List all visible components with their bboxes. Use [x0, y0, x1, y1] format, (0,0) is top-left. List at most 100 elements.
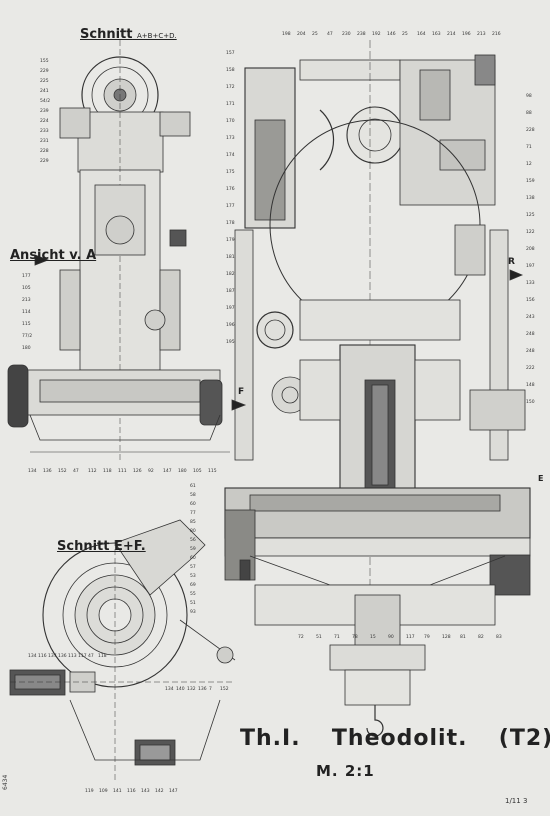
- part-number: 7: [209, 687, 212, 692]
- part-number: 213: [477, 32, 486, 37]
- part-number: 248: [526, 349, 535, 354]
- part-number: 178: [226, 221, 235, 226]
- part-number: 140: [176, 687, 185, 692]
- part-number: 214: [447, 32, 456, 37]
- part-number: 197: [226, 306, 235, 311]
- part-number: 61: [190, 484, 196, 489]
- part-number: 171: [226, 102, 235, 107]
- part-number: 56: [190, 538, 196, 543]
- part-number: 53: [190, 574, 196, 579]
- part-number: 204: [297, 32, 306, 37]
- part-number: 69: [190, 583, 196, 588]
- title-suffix: (T2): [498, 726, 550, 751]
- part-number: 136: [43, 469, 52, 474]
- part-number: 71: [526, 145, 532, 150]
- part-number: 179: [226, 238, 235, 243]
- part-number: 77/2: [22, 334, 33, 339]
- part-number: 115: [22, 322, 31, 327]
- vertical-clamp-circle: [256, 311, 294, 349]
- part-number: 180: [22, 346, 31, 351]
- part-number: 133: [526, 281, 535, 286]
- part-number: 195: [226, 340, 235, 345]
- part-number: 208: [526, 247, 535, 252]
- part-number: 92: [148, 469, 154, 474]
- arrow-f: [231, 399, 247, 411]
- part-number: 182: [226, 272, 235, 277]
- part-number: 83: [496, 635, 502, 640]
- part-number: 81: [460, 635, 466, 640]
- part-number: 177: [226, 204, 235, 209]
- base-plate: [329, 644, 426, 671]
- part-number: 181: [226, 255, 235, 260]
- part-number: 128: [442, 635, 451, 640]
- part-number: 118: [103, 469, 112, 474]
- part-number: 138: [526, 196, 535, 201]
- part-number: 170: [226, 119, 235, 124]
- part-number: 147: [163, 469, 172, 474]
- part-number: 80: [190, 529, 196, 534]
- part-number: 134: [165, 687, 174, 692]
- part-number: 47: [88, 654, 94, 659]
- part-number: 192: [372, 32, 381, 37]
- part-number: 12: [526, 162, 532, 167]
- part-number: 196: [226, 323, 235, 328]
- part-number: 122: [526, 230, 535, 235]
- part-number: 117: [406, 635, 415, 640]
- part-number: 142: [155, 789, 164, 794]
- part-number: 228: [526, 128, 535, 133]
- scale-label: M. 2:1: [316, 762, 375, 780]
- part-number: 55: [190, 592, 196, 597]
- part-number: 134: [28, 469, 37, 474]
- part-number: 72: [298, 635, 304, 640]
- part-number: 164: [417, 32, 426, 37]
- section-ab-title: Schnitt A+B+C+D.: [80, 28, 177, 41]
- part-number: 231: [40, 139, 49, 144]
- part-number: 82: [478, 635, 484, 640]
- part-number: 176: [226, 187, 235, 192]
- section-ab-label: Schnitt: [80, 27, 133, 42]
- part-number: 230: [342, 32, 351, 37]
- part-number: 60: [190, 556, 196, 561]
- title-main: Theodolit.: [331, 726, 468, 751]
- part-number: 117: [78, 654, 87, 659]
- part-number: 229: [40, 69, 49, 74]
- part-number: 132: [187, 687, 196, 692]
- title-block: Th.I. Theodolit. (T2): [240, 728, 550, 750]
- part-number: 125: [526, 213, 535, 218]
- part-number: 216: [492, 32, 501, 37]
- part-number: 137: [48, 654, 57, 659]
- part-number: 233: [40, 129, 49, 134]
- part-number: 51: [316, 635, 322, 640]
- part-number: 71: [334, 635, 340, 640]
- part-number: 105: [22, 286, 31, 291]
- part-number: 222: [526, 366, 535, 371]
- part-number: 15: [370, 635, 376, 640]
- part-number: 25: [312, 32, 318, 37]
- part-number: 150: [526, 400, 535, 405]
- part-number: 152: [220, 687, 229, 692]
- arrow-a: [34, 254, 50, 266]
- section-ab-drawing: [7, 40, 230, 460]
- part-number: 77: [190, 511, 196, 516]
- part-number: 51: [190, 601, 196, 606]
- part-number: 174: [226, 153, 235, 158]
- title-prefix: Th.I.: [240, 726, 301, 751]
- drawing-number: 6434: [2, 774, 9, 790]
- part-number: 118: [98, 654, 107, 659]
- part-number: 196: [462, 32, 471, 37]
- part-number: 60: [190, 502, 196, 507]
- part-number: 114: [22, 310, 31, 315]
- part-number: 148: [526, 383, 535, 388]
- objective-lens: [346, 106, 404, 164]
- part-number: 25: [402, 32, 408, 37]
- part-number: 78: [352, 635, 358, 640]
- part-number: 239: [40, 109, 49, 114]
- part-number: 116: [127, 789, 136, 794]
- part-number: 143: [141, 789, 150, 794]
- marker-r: R: [508, 257, 515, 267]
- left-drum-knob: [7, 364, 29, 428]
- eyepiece-housing: [77, 111, 164, 173]
- part-number: 85: [190, 520, 196, 525]
- part-number: 136: [198, 687, 207, 692]
